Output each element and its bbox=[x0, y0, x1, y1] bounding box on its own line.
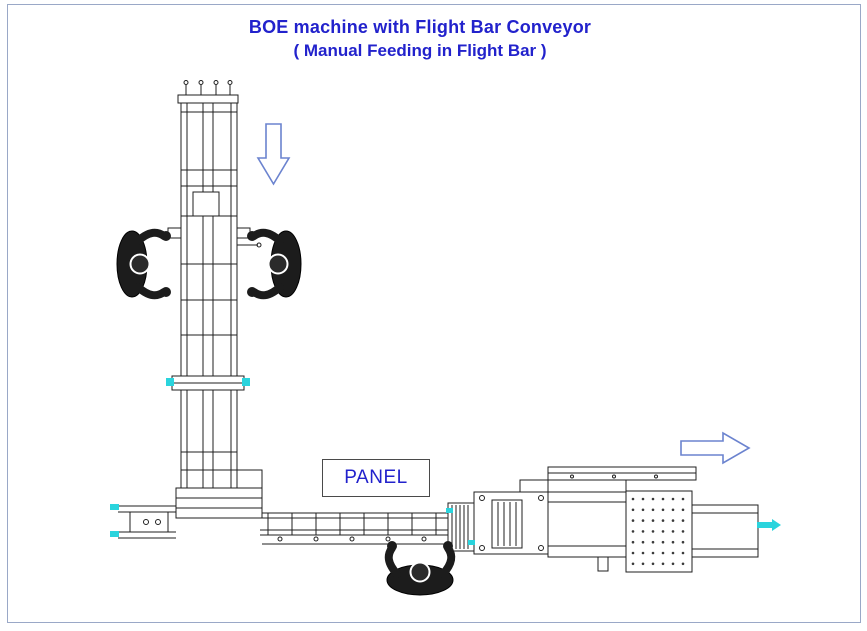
flight-bar-conveyor bbox=[260, 512, 474, 545]
operator-bottom-icon bbox=[387, 541, 453, 595]
boe-machine-tower bbox=[167, 80, 262, 489]
tower-base bbox=[118, 469, 263, 539]
operator-top-left-icon bbox=[117, 231, 171, 297]
right-arrow-icon bbox=[680, 431, 751, 465]
panel-label: PANEL bbox=[322, 459, 430, 497]
operator-figures bbox=[117, 231, 453, 595]
cyan-accents bbox=[110, 378, 781, 545]
operator-top-right-icon bbox=[247, 231, 301, 297]
unloader-machine bbox=[473, 466, 759, 573]
panel-label-text: PANEL bbox=[344, 467, 408, 488]
flow-arrows bbox=[256, 123, 751, 465]
diagram-title: BOE machine with Flight Bar Conveyor bbox=[248, 17, 592, 37]
down-arrow-icon bbox=[256, 123, 291, 186]
perforated-plate-holes bbox=[631, 497, 685, 566]
diagram-subtitle: ( Manual Feeding in Flight Bar ) bbox=[293, 41, 547, 60]
